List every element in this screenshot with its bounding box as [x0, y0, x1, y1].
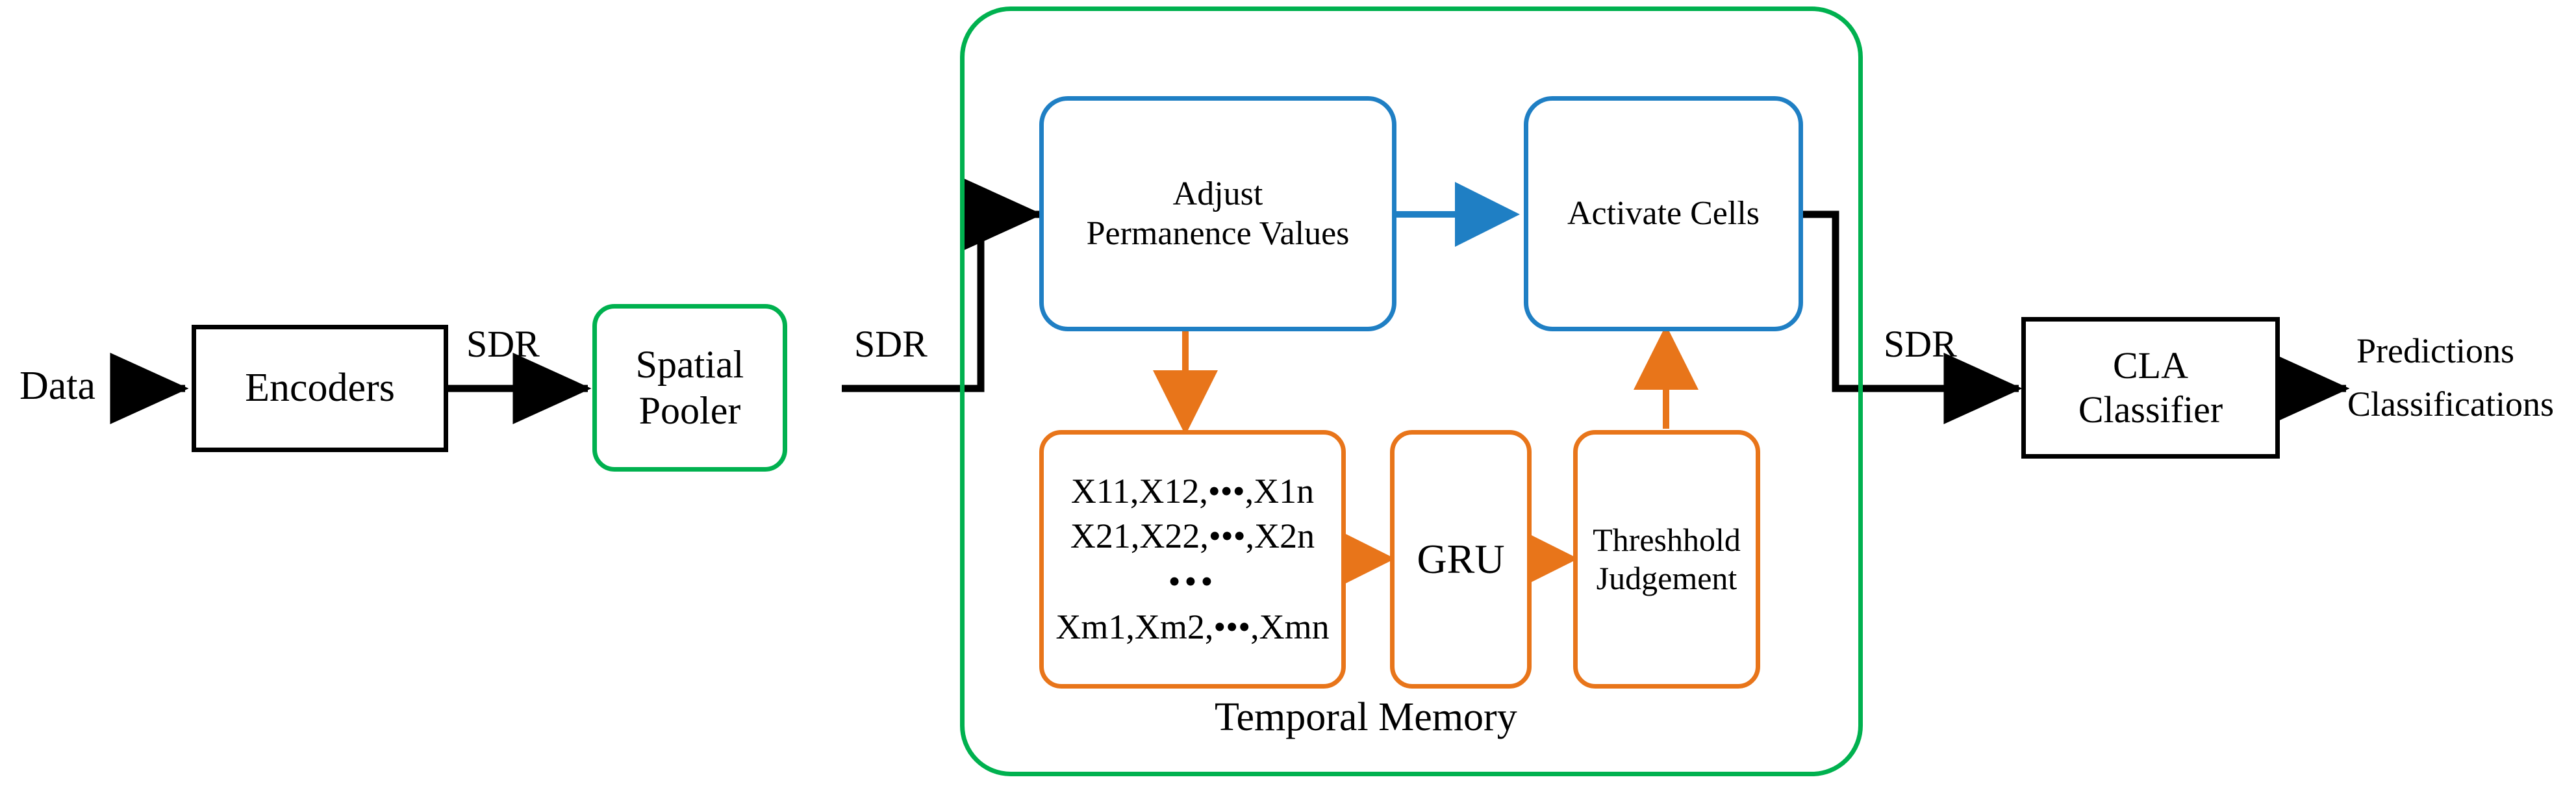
node-cla-classifier[interactable]: CLA Classifier — [2021, 317, 2280, 459]
label-sdr-3: SDR — [1884, 323, 1957, 365]
label-sdr-2: SDR — [854, 323, 928, 365]
node-activate-cells-label: Activate Cells — [1567, 195, 1760, 233]
matrix-row-m: Xm1,Xm2,•••,Xmn — [1055, 607, 1329, 648]
node-adjust-permanence-label-line2: Permanence Values — [1086, 215, 1350, 252]
node-cla-classifier-label-line2: Classifier — [2078, 388, 2223, 431]
matrix-row-2-text: X21,X22,•••,X2n — [1070, 516, 1315, 556]
label-output-predictions: Predictions — [2356, 331, 2514, 370]
matrix-row-ellipsis: ••• — [1168, 561, 1217, 603]
node-encoders[interactable]: Encoders — [192, 325, 448, 452]
label-output-classifications: Classifications — [2347, 385, 2554, 424]
matrix-row-ellipsis-text: ••• — [1168, 562, 1217, 601]
node-encoders-label: Encoders — [245, 366, 395, 411]
node-cla-classifier-label-line1: CLA — [2113, 344, 2188, 387]
node-threshhold-judgement[interactable]: Threshhold Judgement — [1573, 430, 1760, 689]
node-matrix[interactable]: X11,X12,•••,X1n X21,X22,•••,X2n ••• Xm1,… — [1039, 430, 1346, 689]
node-gru-label: GRU — [1417, 536, 1505, 583]
node-threshhold-judgement-label-line1: Threshhold — [1593, 522, 1741, 558]
matrix-row-1-text: X11,X12,•••,X1n — [1070, 471, 1315, 511]
matrix-row-2: X21,X22,•••,X2n — [1070, 516, 1315, 557]
label-data: Data — [19, 364, 96, 408]
node-threshhold-judgement-label-line2: Judgement — [1596, 560, 1737, 596]
node-spatial-pooler[interactable]: Spatial Pooler — [592, 304, 787, 472]
matrix-row-1: X11,X12,•••,X1n — [1071, 471, 1314, 513]
matrix-row-m-text: Xm1,Xm2,•••,Xmn — [1055, 607, 1330, 646]
node-spatial-pooler-label-line1: Spatial — [635, 343, 744, 387]
node-adjust-permanence-values[interactable]: Adjust Permanence Values — [1039, 96, 1396, 331]
node-adjust-permanence-label-line1: Adjust — [1172, 175, 1263, 212]
temporal-memory-container — [960, 6, 1863, 776]
node-gru[interactable]: GRU — [1390, 430, 1532, 689]
label-temporal-memory: Temporal Memory — [1215, 695, 1517, 739]
label-sdr-1: SDR — [466, 323, 540, 365]
node-spatial-pooler-label-line2: Pooler — [638, 389, 741, 432]
node-activate-cells[interactable]: Activate Cells — [1524, 96, 1803, 331]
